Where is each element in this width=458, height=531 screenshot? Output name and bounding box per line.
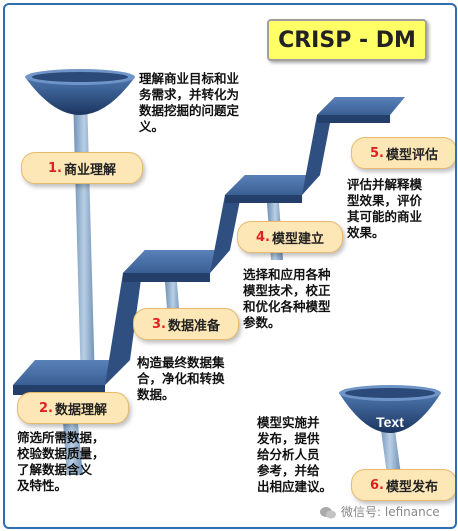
step-4-description: 选择和应用各种模型技术，校正和优化各种模型参数。 xyxy=(243,267,331,330)
wechat-icon xyxy=(320,506,336,518)
step-2-description: 筛选所需数据，校验数据质量，了解数据含义及特性。 xyxy=(17,430,105,493)
step-5-label: 5.模型评估 xyxy=(351,137,455,169)
step-1-description: 理解商业目标和业务需求，并转化为数据挖掘的问题定义。 xyxy=(139,71,240,134)
diagram-frame: Text CRISP - DM 1.商业理解 理解商业目标和业务需求，并转化为数… xyxy=(3,3,457,529)
step-5-description: 评估并解释模型效果，评价其可能的商业效果。 xyxy=(347,177,423,240)
step-4-label: 4.模型建立 xyxy=(237,221,343,253)
bowl-stem-left xyxy=(73,95,95,385)
step-6-description: 模型实施并发布，提供给分析人员参考，并给出相应建议。 xyxy=(257,415,333,494)
step-6-label: 6.模型发布 xyxy=(351,469,455,501)
bowl-bottom-right xyxy=(339,385,441,433)
step-3-label: 3.数据准备 xyxy=(133,308,239,340)
step-1-label: 1.商业理解 xyxy=(21,152,143,184)
wechat-watermark: 微信号: lefinance xyxy=(319,503,440,520)
step-3-description: 构造最终数据集合，净化和转换数据。 xyxy=(137,355,225,402)
bowl-text: Text xyxy=(376,414,404,430)
diagram-title: CRISP - DM xyxy=(267,19,427,61)
step-2-label: 2.数据理解 xyxy=(17,392,129,424)
bowl-top-left xyxy=(25,69,135,115)
